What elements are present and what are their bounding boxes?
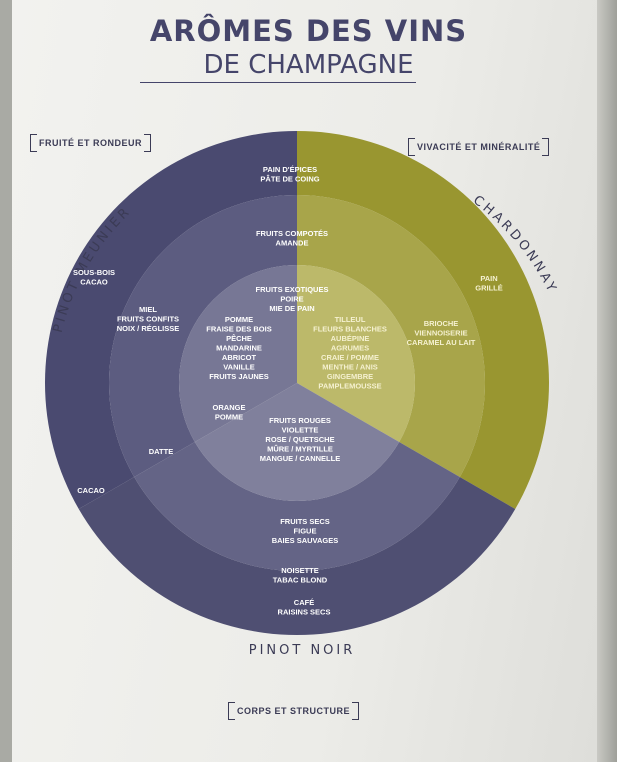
subtitle-underline — [140, 82, 416, 83]
aroma-pinot-noir-inner-line: VIOLETTE — [282, 426, 319, 435]
aroma-pinot-meunier-middle-line: NOIX / RÉGLISSE — [117, 324, 180, 333]
aroma-pinot-meunier-boundary-middle-line: DATTE — [149, 447, 173, 456]
aroma-pinot-meunier-inner-line: MANDARINE — [216, 344, 262, 353]
aroma-chardonnay-inner-line: GINGEMBRE — [327, 372, 373, 381]
aroma-pinot-noir-outer-1-line: TABAC BLOND — [273, 576, 328, 585]
corner-label-vivacite: VIVACITÉ ET MINÉRALITÉ — [408, 138, 550, 156]
aroma-pinot-meunier-boundary-outer: CACAO — [77, 486, 105, 495]
aroma-pinot-noir-outer-2-line: RAISINS SECS — [278, 608, 331, 617]
aroma-pinot-meunier-boundary-outer-line: CACAO — [77, 486, 105, 495]
aroma-top-inner-line: MIE DE PAIN — [269, 304, 314, 313]
page-title: ARÔMES DES VINS — [149, 14, 468, 48]
aroma-chardonnay-middle-line: BRIOCHE — [424, 319, 459, 328]
aroma-chardonnay-inner-line: CRAIE / POMME — [321, 353, 379, 362]
aroma-chardonnay-inner-line: MENTHE / ANIS — [322, 363, 378, 372]
aroma-pinot-meunier-middle-line: FRUITS CONFITS — [117, 315, 179, 324]
aroma-pinot-meunier-boundary-inner-line: POMME — [215, 413, 243, 422]
sector-pinot-meunier-inner — [178, 265, 297, 442]
aroma-top-inner-line: FRUITS EXOTIQUES — [256, 285, 329, 294]
aroma-pinot-meunier-boundary-inner-line: ORANGE — [213, 403, 246, 412]
corner-label-fruite: FRUITÉ ET RONDEUR — [30, 134, 151, 152]
sector-chardonnay-inner — [297, 265, 415, 442]
aroma-pinot-noir-inner-line: FRUITS ROUGES — [269, 416, 331, 425]
aroma-top-inner-line: POIRE — [280, 295, 303, 304]
page-edge — [597, 0, 617, 762]
aroma-pinot-noir-outer-1-line: NOISETTE — [281, 566, 319, 575]
sector-pinot-noir-outer — [78, 477, 516, 635]
aroma-pinot-meunier-inner-line: FRUITS JAUNES — [209, 372, 269, 381]
aroma-chardonnay-middle-line: VIENNOISERIE — [414, 329, 467, 338]
aroma-pinot-meunier-boundary-middle: DATTE — [149, 447, 173, 456]
aroma-chardonnay-inner-line: AUBÉPINE — [331, 334, 370, 343]
aroma-chardonnay-middle-line: CARAMEL AU LAIT — [407, 338, 476, 347]
aroma-pinot-meunier-inner-line: FRAISE DES BOIS — [206, 325, 271, 334]
aroma-chardonnay-inner-line: FLEURS BLANCHES — [313, 325, 387, 334]
aroma-pinot-meunier-outer-line: SOUS-BOIS — [73, 268, 115, 277]
page-subtitle: DE CHAMPAGNE — [203, 50, 414, 80]
aroma-pinot-meunier-inner-line: PÊCHE — [226, 334, 252, 343]
sector-pinot-noir-middle — [134, 442, 460, 571]
aroma-pinot-meunier-inner-line: ABRICOT — [222, 353, 257, 362]
sector-pinot-noir-inner — [194, 383, 400, 501]
aroma-pinot-noir-middle-line: FIGUE — [294, 527, 317, 536]
aroma-pinot-noir-inner-line: MANGUE / CANNELLE — [260, 454, 340, 463]
aroma-pinot-noir-inner-line: MÛRE / MYRTILLE — [267, 445, 333, 454]
sector-chardonnay-outer — [297, 131, 549, 509]
aroma-chardonnay-inner-line: AGRUMES — [331, 344, 369, 353]
aroma-pinot-noir-inner-line: ROSE / QUETSCHE — [265, 435, 334, 444]
aroma-top-middle-line: AMANDE — [276, 239, 309, 248]
aroma-pinot-meunier-outer-line: CACAO — [80, 278, 108, 287]
aroma-top-outer-line: PÂTE DE COING — [260, 175, 319, 184]
wheel-sectors — [44, 131, 549, 635]
aroma-top-outer-line: PAIN D'ÉPICES — [263, 165, 317, 174]
corner-label-corps: CORPS ET STRUCTURE — [228, 702, 360, 720]
aroma-pinot-meunier-inner-line: POMME — [225, 315, 253, 324]
aroma-chardonnay-inner-line: TILLEUL — [335, 315, 366, 324]
aroma-pinot-meunier-inner-line: VANILLE — [223, 363, 255, 372]
aroma-chardonnay-inner-line: PAMPLEMOUSSE — [318, 382, 381, 391]
aroma-pinot-noir-outer-2-line: CAFÉ — [294, 598, 314, 607]
sector-pinot-meunier-middle — [109, 195, 297, 477]
sector-chardonnay-middle — [297, 195, 485, 477]
aroma-chardonnay-outer-line: PAIN — [480, 274, 497, 283]
grape-label-pinot-noir: PINOT NOIR — [249, 643, 356, 658]
aroma-chardonnay-outer-line: GRILLÉ — [475, 284, 503, 293]
aroma-top-middle-line: FRUITS COMPOTÉS — [256, 229, 328, 238]
aroma-pinot-noir-middle-line: FRUITS SECS — [280, 517, 330, 526]
aroma-pinot-noir-middle-line: BAIES SAUVAGES — [272, 536, 339, 545]
aroma-pinot-meunier-middle-line: MIEL — [139, 305, 157, 314]
sector-pinot-meunier-outer — [44, 131, 298, 509]
